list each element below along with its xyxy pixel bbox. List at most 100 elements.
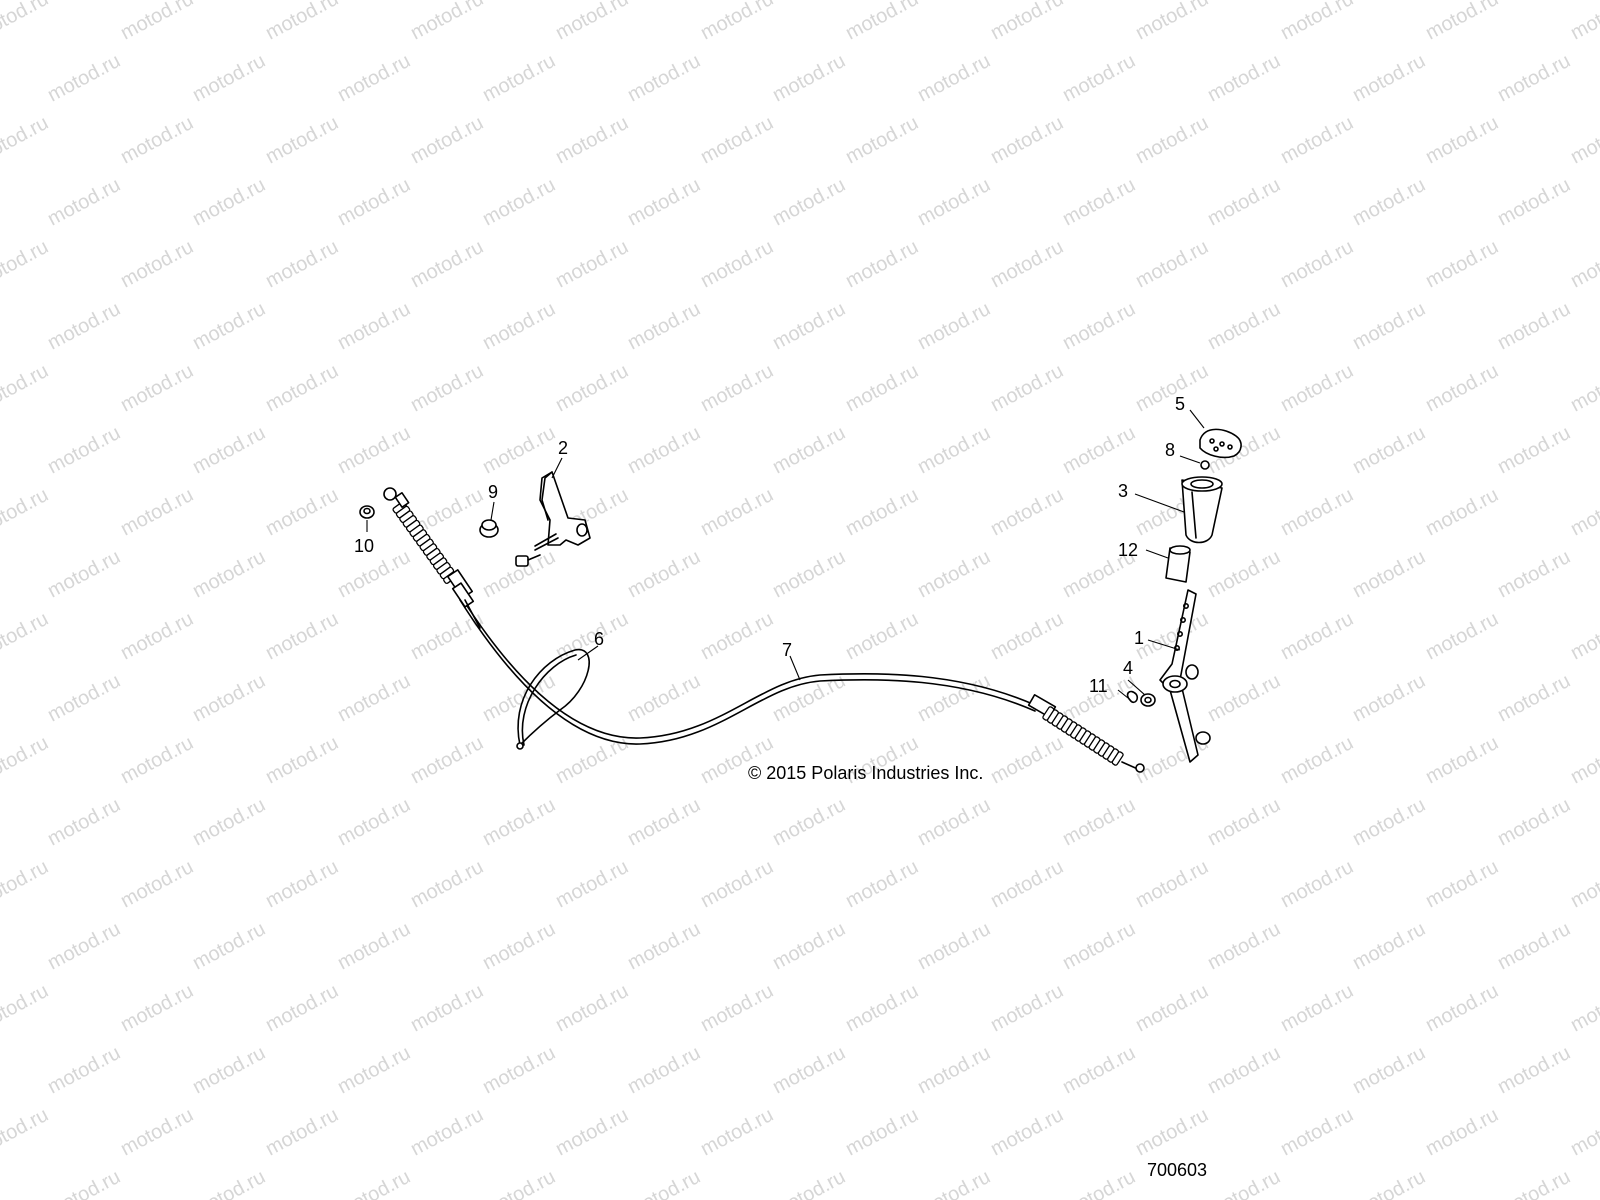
- cable-right-boot: [1027, 694, 1145, 773]
- watermark-text: motod.ru: [117, 608, 197, 664]
- watermark-text: motod.ru: [117, 856, 197, 912]
- set-screw: [1200, 460, 1210, 470]
- watermark-text: motod.ru: [1422, 732, 1502, 788]
- watermark-text: motod.ru: [1132, 236, 1212, 292]
- watermark-text: motod.ru: [552, 236, 632, 292]
- watermark-text: motod.ru: [0, 1104, 52, 1160]
- watermark-text: motod.ru: [1059, 1042, 1139, 1098]
- watermark-text: motod.ru: [987, 608, 1067, 664]
- watermark-text: motod.ru: [1567, 484, 1600, 540]
- watermark-text: motod.ru: [842, 236, 922, 292]
- flange-nut: [479, 519, 499, 538]
- watermark-text: motod.ru: [479, 794, 559, 850]
- watermark-text: motod.ru: [1059, 174, 1139, 230]
- watermark-text: motod.ru: [117, 236, 197, 292]
- watermark-text: motod.ru: [1494, 670, 1574, 726]
- watermark-text: motod.ru: [262, 236, 342, 292]
- watermark-text: motod.ru: [407, 980, 487, 1036]
- callout-8: 8: [1165, 440, 1175, 460]
- watermark-text: motod.ru: [987, 1104, 1067, 1160]
- callout-10: 10: [354, 536, 374, 556]
- watermark-text: motod.ru: [1349, 918, 1429, 974]
- watermark-text: motod.ru: [1349, 174, 1429, 230]
- watermark-text: motod.ru: [624, 1042, 704, 1098]
- watermark-text: motod.ru: [407, 236, 487, 292]
- watermark-text: motod.ru: [552, 1104, 632, 1160]
- watermark-text: motod.ru: [0, 484, 52, 540]
- watermark-text: motod.ru: [624, 546, 704, 602]
- callout-7: 7: [782, 640, 792, 660]
- watermark-text: motod.ru: [1204, 546, 1284, 602]
- watermark-text: motod.ru: [842, 1104, 922, 1160]
- callout-9: 9: [488, 482, 498, 502]
- watermark-text: motod.ru: [189, 1166, 269, 1200]
- watermark-text: motod.ru: [1567, 0, 1600, 44]
- watermark-text: motod.ru: [117, 484, 197, 540]
- watermark-text: motod.ru: [769, 174, 849, 230]
- watermark-text: motod.ru: [769, 670, 849, 726]
- shift-lever: [1159, 589, 1211, 763]
- watermark-text: motod.ru: [1204, 794, 1284, 850]
- watermark-text: motod.ru: [987, 112, 1067, 168]
- watermark-text: motod.ru: [479, 918, 559, 974]
- watermark-text: motod.ru: [1132, 112, 1212, 168]
- watermark-text: motod.ru: [624, 1166, 704, 1200]
- watermark-text: motod.ru: [189, 670, 269, 726]
- watermark-text: motod.ru: [552, 608, 632, 664]
- watermark-text: motod.ru: [1277, 1104, 1357, 1160]
- watermark-text: motod.ru: [44, 298, 124, 354]
- watermark-text: motod.ru: [842, 112, 922, 168]
- watermark-text: motod.ru: [842, 608, 922, 664]
- watermark-text: motod.ru: [1349, 546, 1429, 602]
- watermark-text: motod.ru: [1422, 236, 1502, 292]
- watermark-text: motod.ru: [1494, 546, 1574, 602]
- watermark-text: motod.ru: [1204, 670, 1284, 726]
- watermark-text: motod.ru: [0, 856, 52, 912]
- callout-11: 11: [1089, 676, 1108, 696]
- watermark-text: motod.ru: [334, 298, 414, 354]
- watermark-text: motod.ru: [914, 918, 994, 974]
- watermark-text: motod.ru: [0, 236, 52, 292]
- callout-3: 3: [1118, 481, 1128, 501]
- watermark-text: motod.ru: [697, 608, 777, 664]
- watermark-text: motod.ru: [1567, 980, 1600, 1036]
- callout-6: 6: [594, 629, 604, 649]
- watermark-text: motod.ru: [407, 112, 487, 168]
- watermark-text: motod.ru: [262, 112, 342, 168]
- bellows-ridge: [1111, 751, 1124, 766]
- watermark-text: motod.ru: [987, 360, 1067, 416]
- watermark-text: motod.ru: [44, 422, 124, 478]
- watermark-text: motod.ru: [1349, 298, 1429, 354]
- watermark-text: motod.ru: [1204, 918, 1284, 974]
- watermark-text: motod.ru: [407, 732, 487, 788]
- watermark-text: motod.ru: [624, 670, 704, 726]
- watermark-text: motod.ru: [697, 0, 777, 44]
- watermark-text: motod.ru: [842, 856, 922, 912]
- watermark-text: motod.ru: [44, 174, 124, 230]
- watermark-text: motod.ru: [1494, 422, 1574, 478]
- callout-12: 12: [1118, 540, 1138, 560]
- watermark-text: motod.ru: [914, 1166, 994, 1200]
- watermark-text: motod.ru: [1567, 856, 1600, 912]
- watermark-text: motod.ru: [1494, 298, 1574, 354]
- watermark-text: motod.ru: [407, 0, 487, 44]
- watermark-text: motod.ru: [334, 1042, 414, 1098]
- watermark-text: motod.ru: [1567, 236, 1600, 292]
- watermark-text: motod.ru: [914, 298, 994, 354]
- watermark-text: motod.ru: [262, 360, 342, 416]
- watermark-text: motod.ru: [697, 856, 777, 912]
- watermark-text: motod.ru: [914, 794, 994, 850]
- watermark-text: motod.ru: [479, 1042, 559, 1098]
- watermark-text: motod.ru: [552, 980, 632, 1036]
- watermark-text: motod.ru: [1567, 1104, 1600, 1160]
- watermark-text: motod.ru: [262, 0, 342, 44]
- watermark-text: motod.ru: [189, 298, 269, 354]
- retaining-clip: [1126, 690, 1139, 704]
- watermark-text: motod.ru: [479, 174, 559, 230]
- watermark-text: motod.ru: [1349, 794, 1429, 850]
- hex-nut: [359, 505, 375, 519]
- watermark-text: motod.ru: [1132, 0, 1212, 44]
- watermark-text: motod.ru: [1277, 484, 1357, 540]
